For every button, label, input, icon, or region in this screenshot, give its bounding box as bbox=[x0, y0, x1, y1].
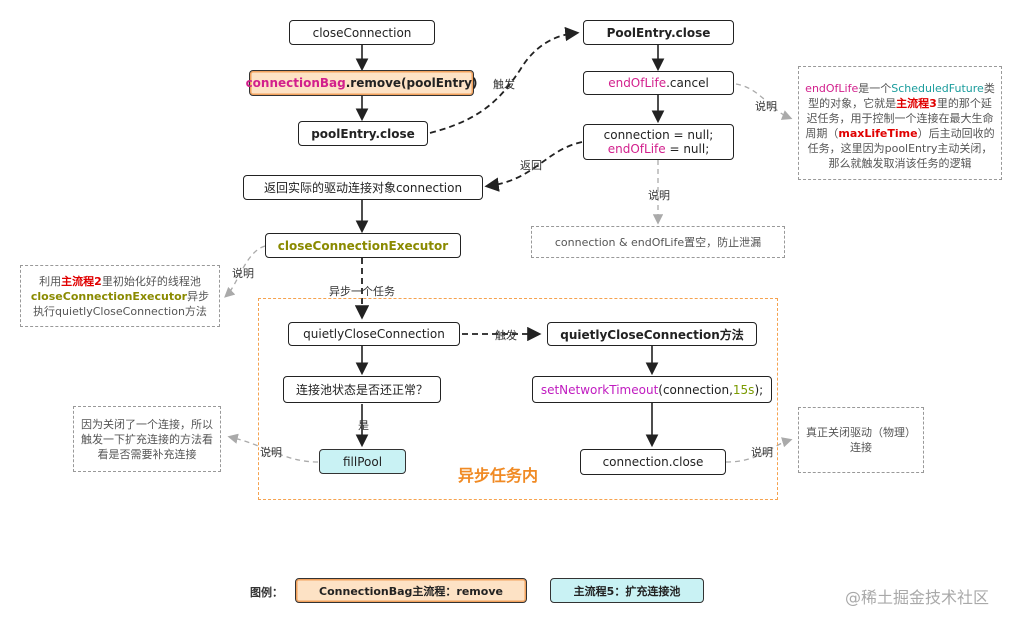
note-exec-t2: 里初始化好的线程池 bbox=[101, 275, 201, 288]
null-assign-line1: connection = null; bbox=[603, 128, 714, 142]
trigger-label-1: 触发 bbox=[493, 78, 515, 91]
set-timeout-fn: setNetworkTimeout bbox=[540, 382, 659, 397]
executor-node: closeConnectionExecutor bbox=[265, 233, 461, 258]
explain-label-5: 说明 bbox=[751, 446, 773, 459]
async-region-title: 异步任务内 bbox=[458, 466, 539, 485]
trigger-label-2: 触发 bbox=[495, 329, 517, 342]
close-connection-node: closeConnection bbox=[289, 20, 435, 45]
pool-entry-close-def-node: PoolEntry.close bbox=[583, 20, 734, 45]
legend-title: 图例： bbox=[250, 586, 283, 599]
explain-label-4: 说明 bbox=[260, 446, 282, 459]
set-timeout-value: 15s bbox=[732, 382, 755, 397]
note-eol-type: ScheduledFuture bbox=[891, 82, 984, 95]
explain-connector-endoflife bbox=[735, 83, 793, 120]
legend-cyan: 主流程5：扩充连接池 bbox=[550, 578, 704, 603]
null-assign-eq: = null; bbox=[665, 142, 710, 156]
null-assign-eol: endOfLife bbox=[607, 142, 666, 156]
set-timeout-args: (connection, bbox=[658, 382, 733, 397]
end-of-life-ref: endOfLife bbox=[608, 76, 667, 90]
quietly-close-method-node: quietlyCloseConnection方法 bbox=[547, 322, 757, 346]
null-assign-node: connection = null; endOfLife = null; bbox=[583, 124, 734, 160]
legend-orange: ConnectionBag主流程：remove bbox=[295, 578, 527, 603]
null-assign-line2: endOfLife = null; bbox=[608, 142, 710, 156]
quietly-close-node: quietlyCloseConnection bbox=[288, 322, 460, 346]
note-eol-name: endOfLife bbox=[805, 82, 859, 95]
explain-label-1: 说明 bbox=[755, 100, 777, 113]
note-eol-t3: 里的那个延迟任务，用于控制一个连接在最大生命周期（ bbox=[805, 97, 994, 140]
note-executor: 利用主流程2里初始化好的线程池 closeConnectionExecutor异步… bbox=[20, 265, 220, 327]
executor-label: closeConnectionExecutor bbox=[277, 238, 449, 253]
bag-remove-node: connectionBag.remove(poolEntry) bbox=[245, 70, 477, 96]
note-eol-t2: 类型的对象，它就是 bbox=[808, 82, 995, 110]
bag-remove-call: .remove(poolEntry) bbox=[345, 76, 478, 90]
bag-remove-object: connectionBag bbox=[245, 76, 346, 90]
fill-pool-node: fillPool bbox=[319, 449, 406, 474]
note-nullify: connection & endOfLife置空，防止泄漏 bbox=[531, 226, 785, 258]
explain-connector-fillpool bbox=[227, 433, 319, 463]
explain-label-3: 说明 bbox=[232, 267, 254, 280]
return-connection-node: 返回实际的驱动连接对象connection bbox=[243, 175, 483, 200]
pool-state-node: 连接池状态是否还正常？ bbox=[283, 376, 441, 403]
watermark: @稀土掘金技术社区 bbox=[845, 588, 990, 607]
return-label: 返回 bbox=[520, 159, 542, 172]
note-exec-t3: 异步执行quietlyCloseConnection方法 bbox=[33, 290, 210, 318]
set-timeout-end: ); bbox=[754, 382, 764, 397]
note-eol-flow: 主流程3 bbox=[896, 97, 937, 110]
dashed-return-connection bbox=[484, 141, 583, 192]
note-eol-t4: ）后主动回收的任务，这里因为poolEntry主动关闭，那么就触发取消该任务的逻… bbox=[807, 127, 995, 170]
note-exec-flow: 主流程2 bbox=[61, 275, 102, 288]
note-exec-t1: 利用 bbox=[39, 275, 62, 288]
note-exec-name: closeConnectionExecutor bbox=[30, 290, 188, 303]
async-task-region bbox=[258, 298, 778, 500]
cancel-call: .cancel bbox=[666, 76, 709, 90]
explain-connector-close bbox=[725, 437, 793, 463]
connection-close-node: connection.close bbox=[580, 449, 726, 475]
note-eol-maxlife: maxLifeTime bbox=[838, 127, 918, 140]
note-real-close: 真正关闭驱动（物理）连接 bbox=[798, 407, 924, 473]
explain-label-2: 说明 bbox=[648, 189, 670, 202]
note-fill-pool: 因为关闭了一个连接，所以触发一下扩充连接的方法看看是否需要补充连接 bbox=[73, 406, 221, 472]
end-of-life-cancel-node: endOfLife.cancel bbox=[583, 71, 734, 95]
note-end-of-life: endOfLife是一个ScheduledFuture类型的对象，它就是主流程3… bbox=[798, 66, 1002, 180]
note-eol-t1: 是一个 bbox=[858, 82, 892, 95]
yes-label: 是 bbox=[358, 419, 369, 432]
set-timeout-node: setNetworkTimeout(connection, 15s); bbox=[532, 376, 772, 403]
async-task-label: 异步一个任务 bbox=[329, 285, 395, 298]
dashed-trigger-poolentryclose bbox=[429, 26, 580, 134]
pool-entry-close-node: poolEntry.close bbox=[298, 121, 428, 146]
